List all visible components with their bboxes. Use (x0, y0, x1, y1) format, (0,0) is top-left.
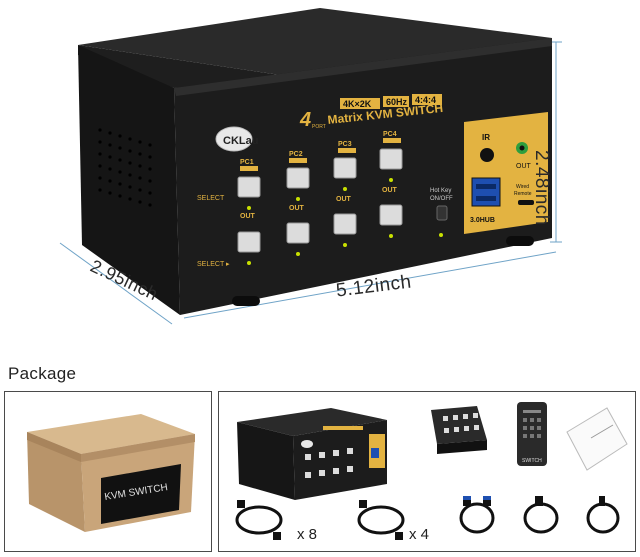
svg-text:OUT: OUT (289, 205, 305, 212)
svg-text:PC3: PC3 (338, 141, 352, 148)
hdmi-cable-qty: x 8 (297, 526, 318, 543)
svg-text:PC1: PC1 (240, 159, 254, 166)
remote-label: SWITCH (522, 458, 542, 464)
select-buttons-row2 (237, 204, 403, 253)
port-word: PORT (312, 124, 326, 130)
cardboard-box-illustration: KVM SWITCH (27, 414, 195, 532)
kvm-device-illustration: CKLau 4K×2K 60Hz 4:4:4 4 PORT Matrix KVM… (59, 8, 562, 325)
headline-badges: 4K×2K 60Hz 4:4:4 (340, 94, 442, 109)
select-buttons-row1 (237, 148, 403, 198)
brand-logo (215, 126, 253, 152)
package-title: Package (8, 364, 77, 383)
svg-text:3.0HUB: 3.0HUB (470, 217, 495, 224)
hotkey-label: Hot Key (430, 188, 451, 194)
port-count: 4 (299, 109, 311, 131)
svg-text:OUT: OUT (382, 187, 398, 194)
dimension-height: 2.48inch (531, 150, 552, 226)
side-vents (98, 128, 152, 207)
svg-text:PC2: PC2 (289, 151, 303, 158)
select-label-row1: SELECT (197, 195, 225, 202)
package-contents-panel: SWITCH x 8 x 4 (218, 391, 636, 552)
usb-cable-qty: x 4 (409, 526, 430, 543)
package-box-panel: KVM SWITCH (4, 391, 212, 552)
measure-lines (59, 41, 562, 325)
hotkey-switch (436, 205, 448, 221)
product-hero: CKLau 4K×2K 60Hz 4:4:4 4 PORT Matrix KVM… (59, 8, 562, 325)
svg-text:ON/OFF: ON/OFF (430, 196, 453, 202)
svg-text:IR: IR (482, 133, 490, 142)
package-contents-illustration: SWITCH (235, 402, 628, 540)
out-labels: OUT OUT OUT OUT (240, 187, 398, 220)
pc-labels: PC1 PC2 PC3 PC4 (240, 131, 397, 166)
select-label-row2: SELECT ▸ (197, 261, 230, 268)
status-leds (247, 178, 443, 265)
svg-text:60Hz: 60Hz (386, 97, 408, 107)
brand-logo-text: CKLau (223, 135, 258, 147)
svg-text:4K×2K: 4K×2K (343, 99, 372, 109)
svg-text:Wired: Wired (516, 184, 529, 190)
svg-text:OUT: OUT (336, 196, 352, 203)
svg-text:OUT: OUT (240, 213, 256, 220)
svg-text:4:4:4: 4:4:4 (415, 95, 436, 105)
svg-text:OUT: OUT (516, 163, 532, 170)
svg-text:PC4: PC4 (383, 131, 397, 138)
svg-text:Remote: Remote (514, 191, 532, 197)
